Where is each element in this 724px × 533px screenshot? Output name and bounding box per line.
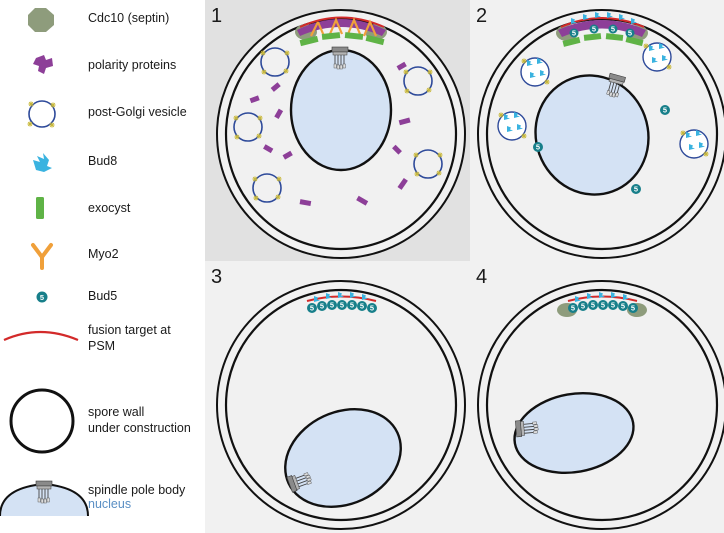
svg-text:5: 5 xyxy=(592,25,596,34)
legend-exocyst: exocyst xyxy=(88,201,131,215)
legend: Cdc10 (septin) polarity proteins post-Go… xyxy=(0,8,191,517)
vesicle xyxy=(259,47,291,77)
legend-nucleus: nucleus xyxy=(88,497,131,511)
svg-text:5: 5 xyxy=(571,304,575,313)
svg-text:5: 5 xyxy=(310,304,314,313)
panel-3-number: 3 xyxy=(211,266,222,288)
svg-text:5: 5 xyxy=(611,301,615,310)
spb-nucleus-icon xyxy=(0,480,89,517)
panel-2-number: 2 xyxy=(476,5,487,27)
panel-4-number: 4 xyxy=(476,266,487,288)
cell-outer-wall xyxy=(216,280,466,530)
legend-bud5: Bud5 xyxy=(88,289,117,303)
nucleus xyxy=(284,408,402,508)
panel-4: 4 5 5 5 5 5 5 5 xyxy=(470,261,724,533)
septin-icon xyxy=(28,8,54,32)
polarity-protein-scatter xyxy=(249,61,411,206)
legend-polarity: polarity proteins xyxy=(88,58,176,72)
bud5-septin-cluster: 5 5 5 5 5 5 5 xyxy=(557,292,647,317)
svg-text:5: 5 xyxy=(581,302,585,311)
legend-spb: spindle pole body xyxy=(88,483,186,497)
svg-text:5: 5 xyxy=(536,143,540,152)
vesicle-icon xyxy=(26,100,57,129)
legend-vesicle: post-Golgi vesicle xyxy=(88,105,187,119)
svg-text:5: 5 xyxy=(340,301,344,310)
nucleus xyxy=(513,392,635,474)
legend-fusion-line2: PSM xyxy=(88,339,115,353)
svg-text:5: 5 xyxy=(634,185,638,194)
panel-2: 2 5 5 5 5 xyxy=(470,0,724,261)
bud5-icon: 5 xyxy=(36,291,48,303)
svg-text:5: 5 xyxy=(591,301,595,310)
prospore-membrane xyxy=(224,17,458,251)
bud8-vesicle xyxy=(679,129,710,159)
polarity-cluster: 5 5 5 5 xyxy=(556,12,648,100)
bud5-cluster: 5 5 5 5 5 5 5 xyxy=(306,292,377,313)
panel-1-number: 1 xyxy=(211,5,222,27)
svg-text:5: 5 xyxy=(330,301,334,310)
spore-wall-icon xyxy=(9,388,75,454)
panel-1: 1 xyxy=(205,0,470,261)
polarity-cluster xyxy=(295,16,387,70)
bud5-free: 5 xyxy=(631,184,641,194)
vesicle xyxy=(232,112,264,142)
svg-text:5: 5 xyxy=(350,301,354,310)
exocyst-icon xyxy=(36,197,44,219)
svg-text:5: 5 xyxy=(631,304,635,313)
legend-cdc10: Cdc10 (septin) xyxy=(88,11,169,25)
polarity-proteins-icon xyxy=(33,55,53,74)
legend-myo2: Myo2 xyxy=(88,247,119,261)
vesicle xyxy=(251,173,283,203)
svg-text:5: 5 xyxy=(663,106,667,115)
vesicle xyxy=(402,66,434,96)
svg-text:5: 5 xyxy=(572,29,576,38)
svg-text:5: 5 xyxy=(611,25,615,34)
bud5-free: 5 xyxy=(533,142,543,152)
legend-fusion-line1: fusion target at xyxy=(88,323,171,337)
svg-text:5: 5 xyxy=(320,302,324,311)
svg-text:5: 5 xyxy=(40,293,44,302)
bud8-vesicle xyxy=(642,42,673,72)
legend-wall-line1: spore wall xyxy=(88,405,144,419)
prospore-membrane xyxy=(224,288,458,522)
bud8-vesicle xyxy=(497,111,528,141)
legend-wall-line2: under construction xyxy=(88,421,191,435)
legend-bud8: Bud8 xyxy=(88,154,117,168)
vesicle xyxy=(412,149,444,179)
panel-3: 3 5 5 5 5 5 5 5 xyxy=(205,261,470,533)
fusion-target-icon xyxy=(3,330,79,342)
svg-text:5: 5 xyxy=(370,304,374,313)
prospore-membrane xyxy=(485,288,719,522)
svg-text:5: 5 xyxy=(628,29,632,38)
svg-text:5: 5 xyxy=(601,301,605,310)
svg-text:5: 5 xyxy=(621,302,625,311)
nucleus xyxy=(534,74,650,196)
svg-text:5: 5 xyxy=(360,302,364,311)
bud5-free: 5 xyxy=(660,105,670,115)
bud8-vesicle xyxy=(520,57,551,87)
bud8-icon xyxy=(33,153,52,172)
myo2-icon xyxy=(31,243,53,270)
